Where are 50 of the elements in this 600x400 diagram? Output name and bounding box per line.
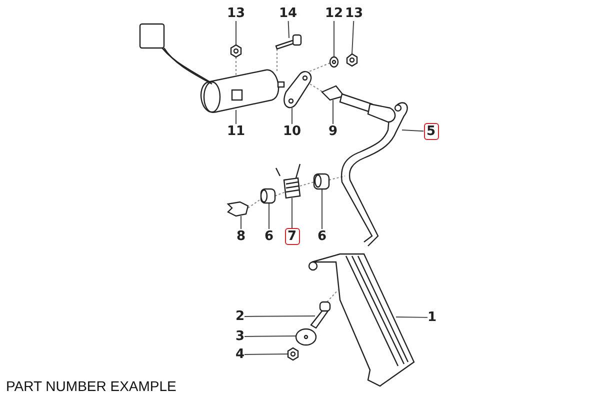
leader-line: [240, 216, 242, 230]
leader-line: [402, 130, 424, 132]
callout-number: 1: [428, 310, 437, 325]
bushing-drawing: [313, 173, 330, 190]
bolt-drawing: [275, 34, 302, 50]
assembly-guide-line: [326, 290, 338, 302]
leader-line: [352, 20, 354, 54]
spring-drawing: [275, 163, 301, 199]
callout-number: 6: [318, 229, 327, 244]
callout-number: 14: [279, 6, 298, 21]
leader-line: [244, 316, 316, 317]
callout-number: 11: [227, 124, 246, 139]
callout-number: 4: [236, 347, 245, 362]
assembly-guide-line: [248, 198, 262, 208]
accelerator-pedal-drawing: [308, 253, 415, 387]
bracket-drawing: [284, 71, 312, 108]
callout-number: 10: [283, 124, 302, 139]
leader-line: [288, 20, 290, 38]
nut-drawing: [287, 347, 299, 361]
assembly-guide-line: [300, 182, 314, 186]
caption-text: PART NUMBER EXAMPLE: [6, 378, 176, 394]
stop-screw-drawing: [310, 301, 331, 329]
callout-number: 3: [236, 329, 245, 344]
assembly-guide-line: [328, 176, 346, 180]
callout-number: 12: [325, 6, 344, 21]
callout-number: 13: [345, 6, 364, 21]
pedal-rod-drawing: [340, 102, 408, 247]
assembly-guide-line: [308, 62, 330, 72]
leader-line: [268, 202, 270, 230]
leader-line: [332, 100, 334, 124]
disc-drawing: [295, 328, 317, 346]
leader-line: [244, 354, 288, 355]
callout-number: 6: [264, 229, 274, 244]
leader-line: [244, 336, 296, 337]
clip-drawing: [226, 201, 249, 217]
assembly-guide-line: [276, 48, 278, 72]
nut-drawing: [346, 53, 358, 67]
callout-number: 13: [227, 6, 246, 21]
bushing-drawing: [260, 188, 276, 204]
callout-number: 2: [236, 309, 245, 324]
callout-number: 9: [328, 124, 338, 139]
callout-number: 7: [284, 228, 300, 245]
assembly-guide-line: [274, 192, 286, 196]
leader-line: [396, 316, 428, 318]
assembly-guide-line: [310, 84, 324, 92]
actuator-motor-drawing: [139, 23, 285, 113]
callout-number: 5: [424, 123, 439, 140]
link-rod-drawing: [320, 85, 396, 123]
washer-drawing: [329, 56, 339, 68]
callout-number: 8: [236, 229, 246, 244]
